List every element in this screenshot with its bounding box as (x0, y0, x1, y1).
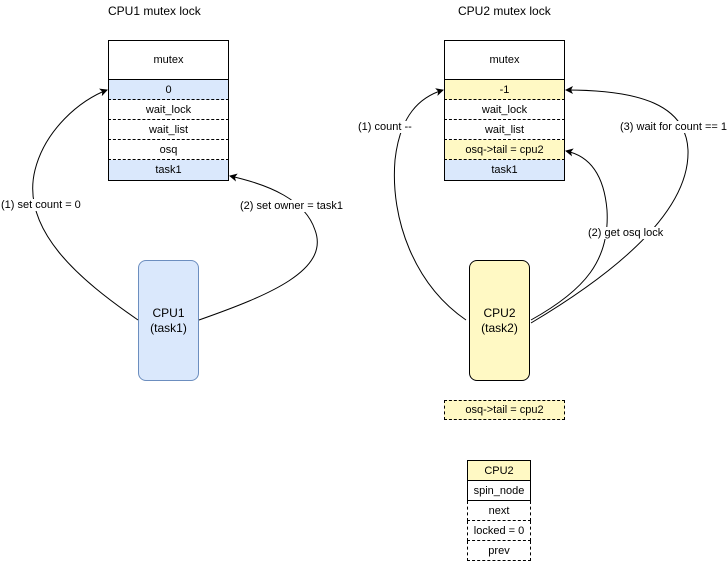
cpu2-label-count-dec: (1) count -- (357, 121, 413, 133)
cpu1-node: CPU1 (task1) (138, 260, 199, 381)
cpu2-wait-lock-field: wait_lock (444, 100, 565, 120)
cpu2-wait-list-field: wait_list (444, 120, 565, 140)
cpu2-osq-field: osq->tail = cpu2 (444, 140, 565, 160)
spin-node-next: next (467, 501, 531, 521)
cpu1-label-set-count: (1) set count = 0 (0, 199, 82, 211)
spin-node-label: spin_node (467, 481, 531, 501)
cpu2-mutex-header: mutex (444, 40, 565, 80)
cpu2-node: CPU2 (task2) (469, 260, 530, 381)
cpu1-node-task: (task1) (150, 320, 187, 335)
cpu2-arrow-wait (530, 86, 689, 324)
spin-node-locked: locked = 0 (467, 521, 531, 541)
cpu1-arrow-set-count (32, 88, 139, 321)
cpu1-mutex-header: mutex (108, 40, 229, 80)
spin-node-prev: prev (467, 541, 531, 561)
cpu1-arrow-set-owner (198, 173, 318, 321)
osq-tail-box: osq->tail = cpu2 (444, 400, 565, 420)
cpu1-wait-list-field: wait_list (108, 120, 229, 140)
cpu1-osq-field: osq (108, 140, 229, 160)
cpu1-node-name: CPU1 (152, 305, 185, 320)
cpu2-label-wait: (3) wait for count == 1 (619, 121, 727, 133)
cpu2-node-task: (task2) (481, 320, 518, 335)
cpu1-title: CPU1 mutex lock (108, 4, 201, 18)
cpu1-label-set-owner: (2) set owner = task1 (239, 200, 345, 212)
cpu1-owner-field: task1 (108, 160, 229, 181)
cpu1-count-field: 0 (108, 80, 229, 100)
cpu2-count-field: -1 (444, 80, 565, 100)
cpu2-arrow-count-dec (393, 88, 467, 321)
cpu2-node-name: CPU2 (483, 305, 516, 320)
cpu2-owner-field: task1 (444, 160, 565, 181)
cpu2-title: CPU2 mutex lock (458, 4, 551, 18)
cpu2-label-get-osq: (2) get osq lock (587, 227, 665, 239)
spin-node-header: CPU2 (467, 460, 531, 481)
cpu1-wait-lock-field: wait_lock (108, 100, 229, 120)
cpu2-arrow-get-osq (530, 148, 608, 321)
